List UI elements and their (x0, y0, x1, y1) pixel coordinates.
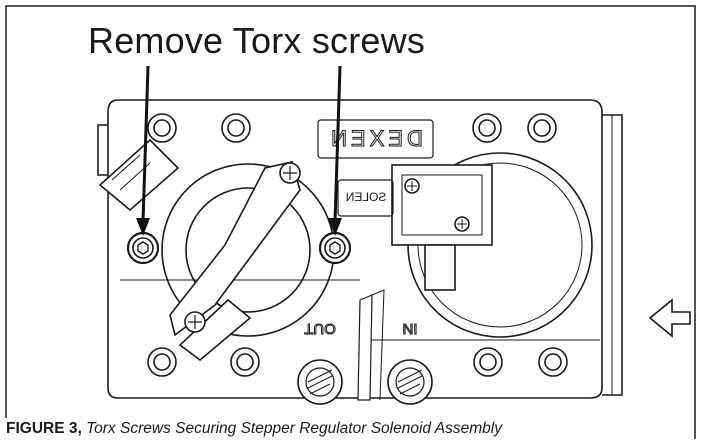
flow-arrow-icon (648, 298, 691, 338)
torx-screw-right (318, 231, 352, 265)
caption-text: Torx Screws Securing Stepper Regulator S… (86, 420, 502, 437)
solenoid-emboss-text-group: SOLEN (346, 190, 387, 204)
solenoid-stem (424, 244, 456, 291)
callout-arrow-left (136, 65, 150, 236)
corner-screw-bottom-right-b (538, 347, 568, 377)
connector-clip (98, 138, 180, 212)
corner-screw-bottom-mid (230, 347, 260, 377)
bracket-foot (178, 298, 252, 362)
port-in-label: IN (403, 320, 418, 337)
port-out-label-group: OUT (304, 320, 337, 338)
caption-figure-number: FIGURE 3, (6, 420, 82, 437)
left-side-tab (97, 124, 108, 176)
callout-label: Remove Torx screws (88, 20, 426, 61)
figure-caption: FIGURE 3, Torx Screws Securing Stepper R… (6, 420, 502, 438)
corner-screw-top-mid (221, 113, 251, 143)
solenoid-emboss-box (337, 179, 394, 217)
brand-emboss-box (317, 119, 434, 159)
solenoid-block (391, 164, 493, 246)
corner-screw-top-left (147, 113, 177, 143)
figure-border (5, 5, 696, 439)
corner-screw-bottom-left (147, 347, 177, 377)
callout-arrow-right (328, 65, 342, 236)
brand-emboss-text-group: DEXEN (327, 125, 424, 151)
port-out-label: OUT (304, 320, 336, 337)
corner-screw-top-right-a (472, 113, 502, 143)
valve-drawing (97, 99, 691, 405)
solenoid-emboss-text: SOLEN (346, 190, 387, 204)
regulator-bracket (169, 161, 301, 337)
brand-emboss-text: DEXEN (327, 126, 423, 151)
left-chamber-inner (185, 187, 311, 313)
corner-screw-bottom-right-a (473, 347, 503, 377)
corner-screw-top-right-b (527, 113, 557, 143)
torx-screw-left (126, 231, 160, 265)
port-in-label-group: IN (402, 320, 418, 338)
